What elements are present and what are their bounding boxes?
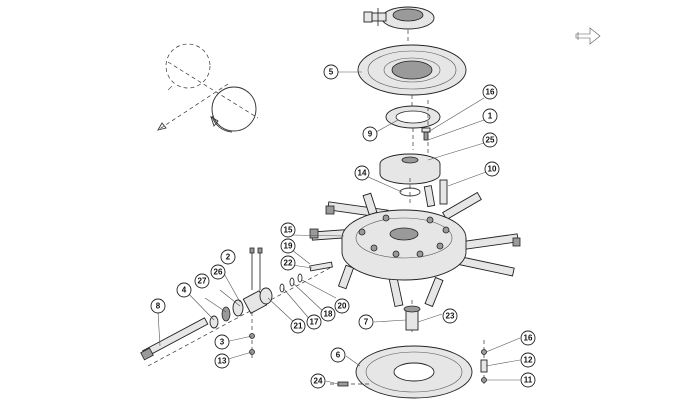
callout-21: 21 — [290, 318, 306, 334]
callout-8: 8 — [150, 298, 166, 314]
nozzle-part — [403, 300, 421, 334]
callout-label: 5 — [329, 68, 334, 77]
screw — [421, 127, 431, 141]
callout-1: 1 — [482, 108, 498, 124]
leader-lines — [157, 71, 521, 385]
callout-label: 11 — [524, 376, 533, 385]
callout-label: 8 — [156, 302, 161, 311]
callout-label: 21 — [294, 322, 303, 331]
callout-12: 12 — [520, 352, 536, 368]
callout-4: 4 — [176, 282, 192, 298]
upper-plate — [357, 44, 467, 96]
callout-label: 26 — [214, 268, 223, 277]
callout-label: 24 — [314, 377, 323, 386]
callout-label: 2 — [226, 253, 231, 262]
callout-15: 15 — [280, 222, 296, 238]
callout-label: 25 — [486, 136, 495, 145]
callout-label: 3 — [220, 338, 225, 347]
shaft-assembly — [140, 247, 333, 367]
lower-plate — [355, 345, 473, 399]
callout-label: 22 — [284, 259, 293, 268]
callout-16-top: 16 — [482, 84, 498, 100]
callout-27: 27 — [194, 273, 210, 289]
callout-label: 10 — [488, 165, 497, 174]
callout-11: 11 — [520, 372, 536, 388]
callout-20: 20 — [334, 298, 350, 314]
hub-cover — [379, 153, 441, 185]
callout-26: 26 — [210, 264, 226, 280]
callout-label: 17 — [310, 318, 319, 327]
callout-label: 7 — [364, 318, 369, 327]
callout-23: 23 — [442, 308, 458, 324]
callout-label: 14 — [358, 169, 367, 178]
callout-24: 24 — [310, 373, 326, 389]
callout-label: 1 — [488, 112, 493, 121]
callout-label: 6 — [336, 351, 341, 360]
rotation-sketch — [157, 43, 259, 133]
callout-label: 15 — [284, 226, 293, 235]
callout-19: 19 — [280, 238, 296, 254]
callout-14: 14 — [354, 165, 370, 181]
callout-6: 6 — [330, 347, 346, 363]
callout-13: 13 — [214, 353, 230, 369]
callout-10: 10 — [484, 161, 500, 177]
callout-label: 18 — [324, 310, 333, 319]
callout-label: 9 — [368, 130, 373, 139]
callout-label: 16 — [524, 334, 533, 343]
callout-label: 16 — [486, 88, 495, 97]
callout-18: 18 — [320, 306, 336, 322]
callout-17: 17 — [306, 314, 322, 330]
callout-22: 22 — [280, 255, 296, 271]
distributor-hub — [309, 179, 521, 308]
callout-label: 23 — [446, 312, 455, 321]
arrow-icon[interactable] — [575, 27, 601, 45]
callout-5: 5 — [323, 64, 339, 80]
callout-label: 13 — [218, 357, 227, 366]
callout-7: 7 — [358, 314, 374, 330]
callout-3: 3 — [214, 334, 230, 350]
fastener-set — [480, 340, 488, 384]
callout-label: 19 — [284, 242, 293, 251]
callout-16-bottom: 16 — [520, 330, 536, 346]
callout-label: 4 — [182, 286, 187, 295]
callout-9: 9 — [362, 126, 378, 142]
callout-label: 12 — [524, 356, 533, 365]
top-motor-unit — [363, 6, 435, 42]
callout-label: 20 — [338, 302, 347, 311]
split-ring — [385, 105, 441, 129]
callout-2: 2 — [220, 249, 236, 265]
callout-25: 25 — [482, 132, 498, 148]
callout-label: 27 — [198, 277, 207, 286]
